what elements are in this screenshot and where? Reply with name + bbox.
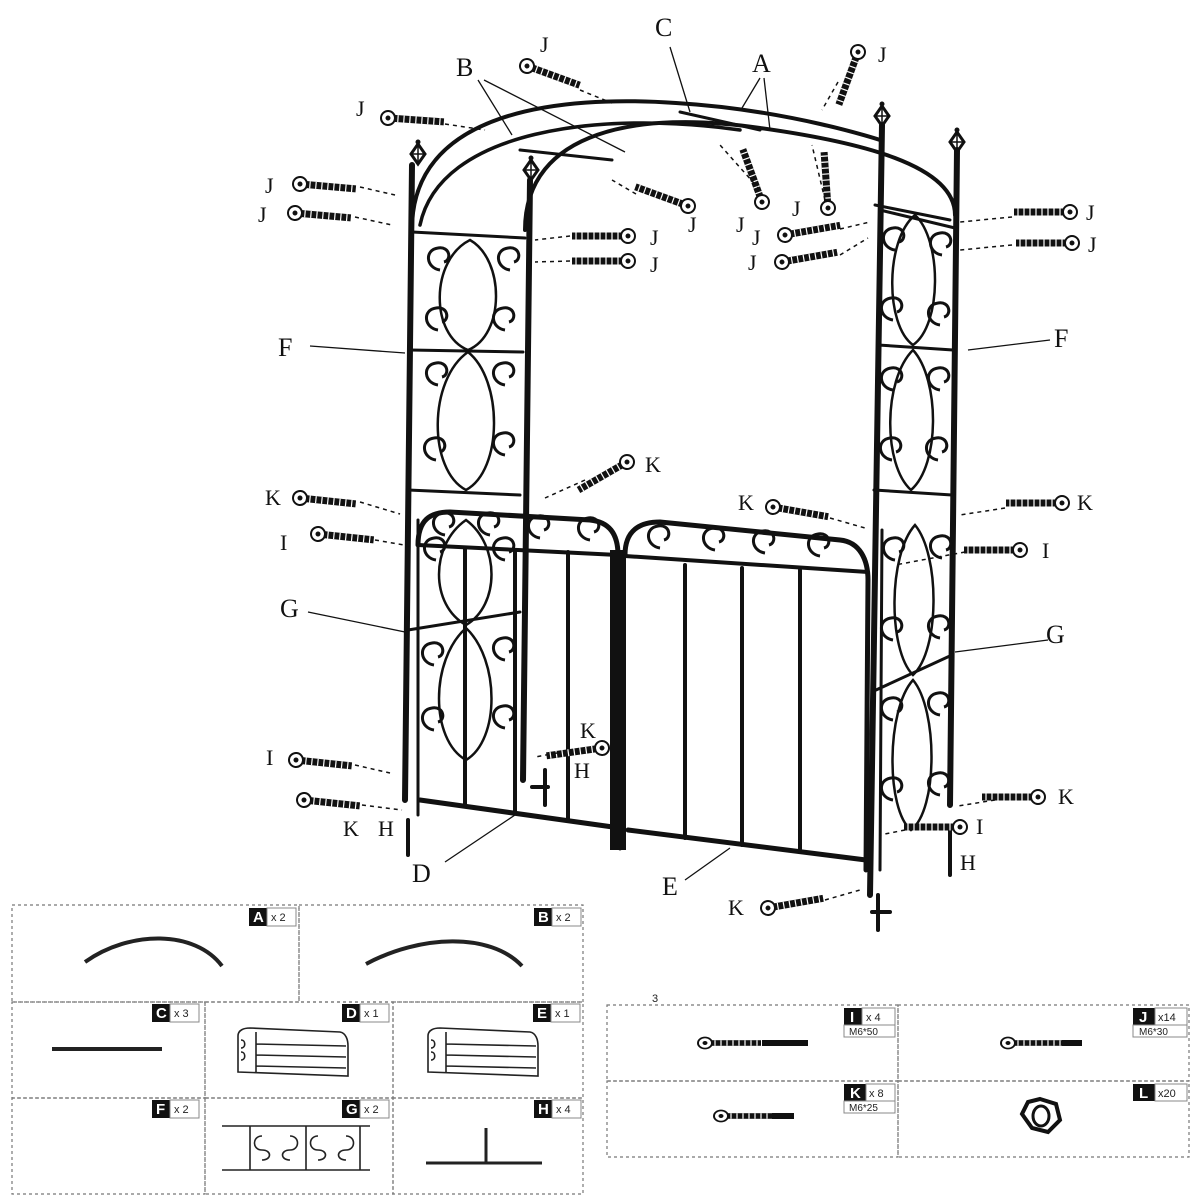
part-g-id: G — [346, 1101, 358, 1118]
label-i: I — [280, 530, 287, 555]
part-b-qty: x 2 — [556, 912, 571, 924]
hex-nut-icon — [1019, 1096, 1063, 1135]
label-k: K — [265, 485, 281, 510]
label-i: I — [976, 814, 983, 839]
label-k: K — [645, 452, 661, 477]
label-j: J — [792, 196, 801, 221]
part-c-qty: x 3 — [174, 1008, 189, 1020]
side-panel-left-upper — [406, 230, 527, 497]
part-c-id: C — [156, 1005, 167, 1022]
label-h: H — [378, 816, 394, 841]
label-k: K — [1077, 490, 1093, 515]
hw-k-spec: M6*25 — [849, 1103, 878, 1114]
hardware-table: 3 I x 4 M6*50 J x14 M6*30 K x 8 M6*25 — [606, 993, 1190, 1158]
label-j: J — [688, 212, 697, 237]
gate-left — [415, 509, 626, 851]
part-b-id: B — [538, 909, 549, 926]
label-f-right: F — [1054, 324, 1068, 353]
hw-i-qty: x 4 — [866, 1012, 881, 1024]
label-j: J — [540, 32, 549, 57]
label-j: J — [265, 173, 274, 198]
label-g-left: G — [280, 594, 299, 623]
part-h-id: H — [538, 1101, 549, 1118]
hw-k-qty: x 8 — [869, 1088, 884, 1100]
part-e-qty: x 1 — [555, 1008, 570, 1020]
label-j: J — [356, 96, 365, 121]
part-a-qty: x 2 — [271, 912, 286, 924]
part-f-id: F — [156, 1101, 165, 1118]
label-j: J — [752, 225, 761, 250]
finial-icon — [522, 154, 540, 182]
lead-lines — [354, 81, 1013, 901]
parts-table: A x 2 B x 2 C x 3 D x 1 E x 1 — [11, 904, 584, 1195]
side-panel-right-lower — [874, 523, 954, 872]
hw-i-id: I — [850, 1009, 854, 1026]
finial-icon — [873, 100, 891, 128]
finial-icon — [409, 138, 427, 166]
label-j: J — [650, 252, 659, 277]
label-j: J — [878, 42, 887, 67]
label-j: J — [650, 225, 659, 250]
label-d: D — [412, 859, 431, 888]
hw-j-qty: x14 — [1158, 1012, 1176, 1024]
label-j: J — [1088, 232, 1097, 257]
hw-j-spec: M6*30 — [1139, 1027, 1168, 1038]
part-f-qty: x 2 — [174, 1104, 189, 1116]
hw-l-id: L — [1139, 1085, 1148, 1102]
screws-j — [286, 42, 1080, 272]
label-k: K — [1058, 784, 1074, 809]
label-i: I — [1042, 538, 1049, 563]
arch-frame — [402, 99, 960, 898]
label-k: K — [580, 718, 596, 743]
label-g-right: G — [1046, 620, 1065, 649]
label-k: K — [343, 816, 359, 841]
hw-i-spec: M6*50 — [849, 1027, 878, 1038]
hw-k-id: K — [850, 1085, 861, 1102]
side-panel-right-upper — [872, 208, 957, 497]
callout-pointers — [307, 46, 1051, 881]
gate-right — [622, 519, 871, 873]
callout-labels: C B A F F G G D E J J J J J J J J J J J … — [258, 13, 1097, 920]
part-a-id: A — [253, 909, 264, 926]
label-e: E — [662, 872, 678, 901]
hw-l-qty: x20 — [1158, 1088, 1176, 1100]
label-c: C — [655, 13, 672, 42]
label-k: K — [728, 895, 744, 920]
label-j: J — [258, 202, 267, 227]
label-k: K — [738, 490, 754, 515]
label-b: B — [456, 53, 473, 82]
part-g-qty: x 2 — [364, 1104, 379, 1116]
part-e-id: E — [537, 1005, 547, 1022]
label-a: A — [752, 49, 771, 78]
stray-mark: 3 — [652, 993, 658, 1005]
part-d-id: D — [346, 1005, 357, 1022]
label-j: J — [1086, 200, 1095, 225]
label-h: H — [960, 850, 976, 875]
label-j: J — [736, 212, 745, 237]
hw-j-id: J — [1139, 1009, 1147, 1026]
label-i: I — [266, 745, 273, 770]
label-j: J — [748, 250, 757, 275]
finial-icon — [948, 126, 966, 154]
label-h: H — [574, 758, 590, 783]
ground-stakes — [406, 768, 952, 932]
part-d-qty: x 1 — [364, 1008, 379, 1020]
part-h-qty: x 4 — [556, 1104, 571, 1116]
label-f-left: F — [278, 333, 292, 362]
